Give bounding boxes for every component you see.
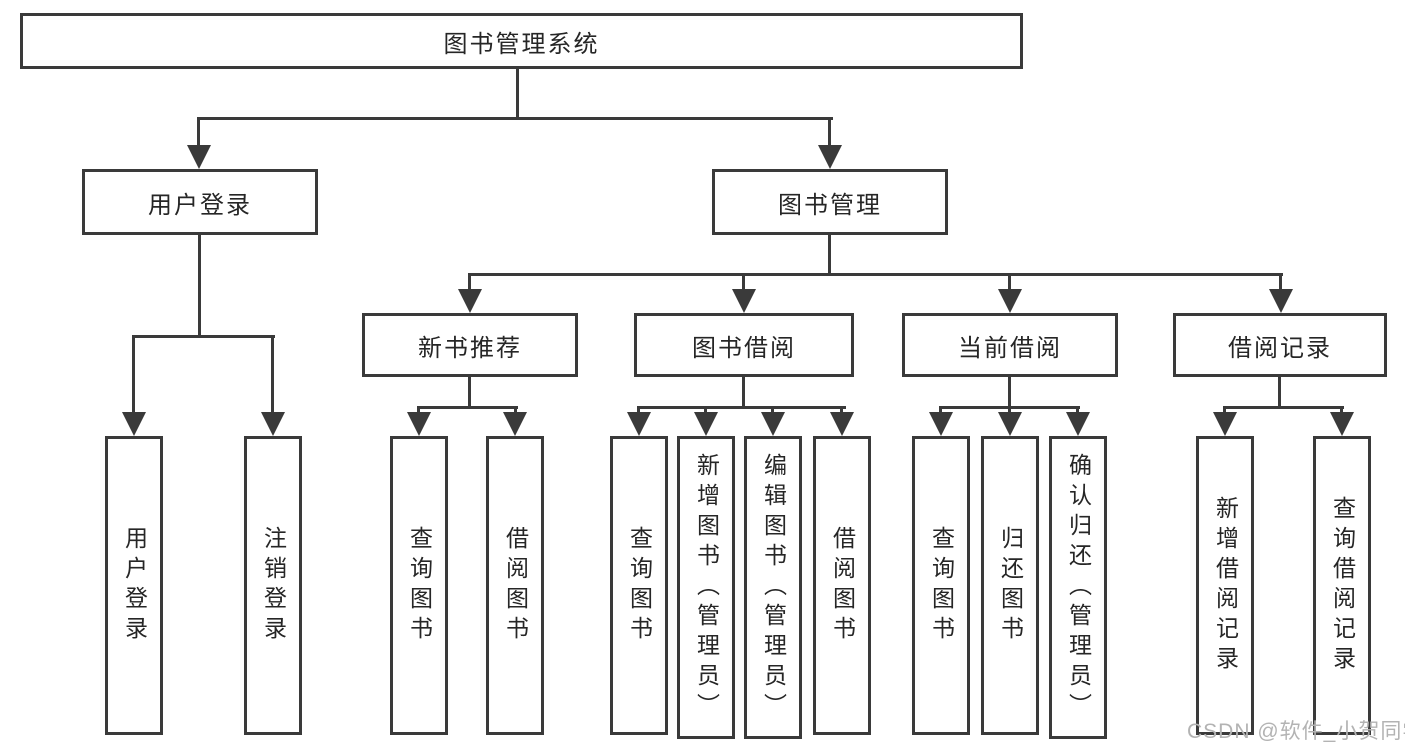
connector-root-stem <box>516 69 519 120</box>
arrow-down-icon <box>187 145 211 169</box>
arrow-down-icon <box>1066 412 1090 436</box>
node-library-management-system: 图书管理系统 <box>20 13 1023 69</box>
connector-section-drop <box>468 273 471 293</box>
leaf-current-return-books: 归还图书 <box>981 436 1039 735</box>
arrow-down-icon <box>458 289 482 313</box>
connector-book-management-stem <box>828 234 831 275</box>
connector-user-login-drop <box>197 117 200 149</box>
leaf-borrow-borrow-books: 借阅图书 <box>813 436 871 735</box>
leaf-borrow-edit-books-admin: 编辑图书（管理员） <box>744 436 802 739</box>
arrow-down-icon <box>998 289 1022 313</box>
leaf-current-confirm-return-admin: 确认归还（管理员） <box>1049 436 1107 739</box>
connector-new-book-bar <box>417 406 518 409</box>
connector-section-drop <box>1008 273 1011 293</box>
connector-current-borrow-stem <box>1008 377 1011 409</box>
node-borrow-records: 借阅记录 <box>1173 313 1387 377</box>
connector-section-drop <box>1279 273 1282 293</box>
csdn-watermark: CSDN @软件_小贺同学 <box>1187 720 1405 743</box>
connector-borrow-records-bar <box>1223 406 1344 409</box>
connector-book-management-bar <box>468 273 1283 276</box>
leaf-user-login: 用户登录 <box>105 436 163 735</box>
connector-borrow-records-stem <box>1278 377 1281 409</box>
arrow-down-icon <box>503 412 527 436</box>
arrow-down-icon <box>818 145 842 169</box>
arrow-down-icon <box>998 412 1022 436</box>
connector-leaf-drop <box>271 335 274 420</box>
arrow-down-icon <box>761 412 785 436</box>
arrow-down-icon <box>929 412 953 436</box>
node-new-book-recommend: 新书推荐 <box>362 313 578 377</box>
leaf-borrow-add-books-admin: 新增图书（管理员） <box>677 436 735 739</box>
arrow-down-icon <box>261 412 285 436</box>
arrow-down-icon <box>122 412 146 436</box>
node-user-login: 用户登录 <box>82 169 318 235</box>
leaf-logout: 注销登录 <box>244 436 302 735</box>
leaf-records-add-borrow-record: 新增借阅记录 <box>1196 436 1254 735</box>
leaf-borrow-query-books: 查询图书 <box>610 436 668 735</box>
leaf-newbook-query-books: 查询图书 <box>390 436 448 735</box>
connector-book-management-drop <box>828 117 831 149</box>
arrow-down-icon <box>627 412 651 436</box>
arrow-down-icon <box>1213 412 1237 436</box>
node-current-borrow: 当前借阅 <box>902 313 1118 377</box>
connector-section-drop <box>742 273 745 293</box>
arrow-down-icon <box>407 412 431 436</box>
connector-new-book-stem <box>468 377 471 409</box>
arrow-down-icon <box>694 412 718 436</box>
arrow-down-icon <box>1330 412 1354 436</box>
connector-book-borrow-bar <box>637 406 846 409</box>
connector-leaf-drop <box>132 335 135 420</box>
connector-user-login-stem <box>198 234 201 336</box>
node-book-borrow: 图书借阅 <box>634 313 854 377</box>
leaf-records-query-borrow-record: 查询借阅记录 <box>1313 436 1371 735</box>
connector-user-login-bar <box>132 335 275 338</box>
arrow-down-icon <box>1269 289 1293 313</box>
connector-root-bar <box>197 117 833 120</box>
node-book-management: 图书管理 <box>712 169 948 235</box>
leaf-newbook-borrow-books: 借阅图书 <box>486 436 544 735</box>
connector-book-borrow-stem <box>742 377 745 409</box>
arrow-down-icon <box>732 289 756 313</box>
arrow-down-icon <box>830 412 854 436</box>
leaf-current-query-books: 查询图书 <box>912 436 970 735</box>
